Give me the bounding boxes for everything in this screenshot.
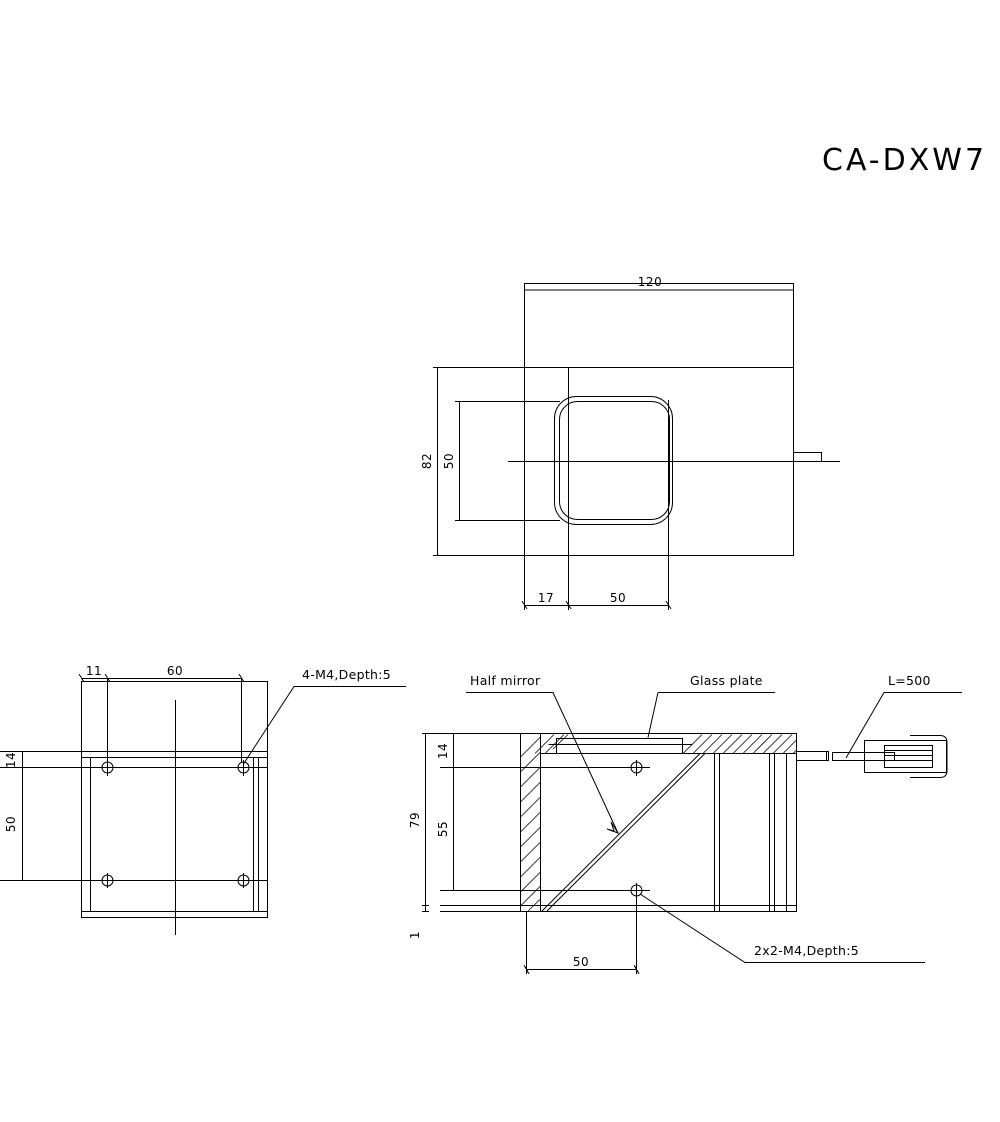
note-half-mirror-arrow [606,821,620,834]
note-glass-plate-leader [647,692,659,738]
dim-50-bottom-group: 50 [565,591,672,610]
dim-17-tick-left [521,600,528,610]
dim-50-left-group: 50 [4,767,26,881]
dim-50-vertical-group: 50 [442,401,560,521]
connector-contacts-frame [884,745,933,768]
dim-14-section-group: 14 [436,733,457,768]
note-4m4-leader [243,686,406,765]
note-cable-length-group: L=500 [845,673,962,759]
dim-11-text: 11 [86,664,102,678]
note-glass-plate-group: Glass plate [647,673,775,738]
dim-14-left-text: 14 [4,752,18,768]
note-glass-plate-text: Glass plate [690,673,763,688]
section-hatch-left-wall [520,736,541,912]
drawing-title: CA-DXW7 [822,143,987,178]
note-4m4-text: 4-M4,Depth:5 [302,667,391,682]
dim-50b-tick-left [565,600,572,610]
section-hatch-top-right [682,734,797,754]
section-half-mirror-line-2 [546,753,706,912]
dim-55-text: 55 [436,821,450,837]
note-4m4-group: 4-M4,Depth:5 [243,667,406,765]
note-cable-length-text: L=500 [888,673,931,688]
dim-60-text: 60 [167,664,183,678]
dim-17-group: 17 [521,591,572,610]
top-view-group: 120 82 50 [420,275,840,610]
dim-120-group: 120 [524,275,794,296]
dim-55-group: 55 [436,767,457,891]
top-view-cable-stub [793,452,822,462]
section-cable-stub [796,751,829,761]
note-half-mirror-leader [466,692,619,834]
section-half-mirror-line-1 [541,753,701,912]
dim-82-group: 82 [420,367,525,556]
note-half-mirror-group: Half mirror [466,673,620,834]
dim-50-section-group: 50 [523,896,640,975]
dim-17-text: 17 [538,591,554,605]
dim-79-group: 79 [408,733,521,906]
top-view-window-inner [559,401,670,520]
dim-50-vertical-text: 50 [442,453,456,469]
dim-14-section-text: 14 [436,743,450,759]
section-screw-holes [630,760,643,898]
dim-11-tick-left [78,673,85,683]
note-2x2m4-group: 2x2-M4,Depth:5 [639,893,925,963]
section-view-group: 79 14 55 1 [408,673,962,975]
dim-1-text: 1 [408,931,422,939]
dim-50b-tick-right [665,600,672,610]
connector-latch [910,735,948,778]
dim-11-group: 11 [78,664,111,762]
dim-50-bottom-text: 50 [610,591,626,605]
top-view-window-outer [554,396,673,525]
dim-14-left-group: 14 [4,751,26,768]
note-2x2m4-text: 2x2-M4,Depth:5 [754,943,859,958]
dim-50-left-text: 50 [4,816,18,832]
section-view-body-outline [520,733,797,912]
section-cable-lead [832,752,895,761]
left-view-group: 14 50 11 60 [0,664,406,935]
dim-82-text: 82 [420,453,434,469]
note-cable-length-leader [845,692,962,759]
dim-50-section-text: 50 [573,955,589,969]
note-half-mirror-text: Half mirror [470,673,541,688]
dim-79-text: 79 [408,812,422,828]
note-2x2m4-leader [639,893,925,963]
dim-60-tick-right [238,673,245,683]
dim-60-group: 60 [107,664,245,762]
section-hatch-top-left [534,734,569,754]
dim-120-text: 120 [638,275,662,289]
dim-1-group: 1 [408,905,429,939]
section-cable-group [796,735,948,778]
left-view-body-outline [81,681,268,918]
